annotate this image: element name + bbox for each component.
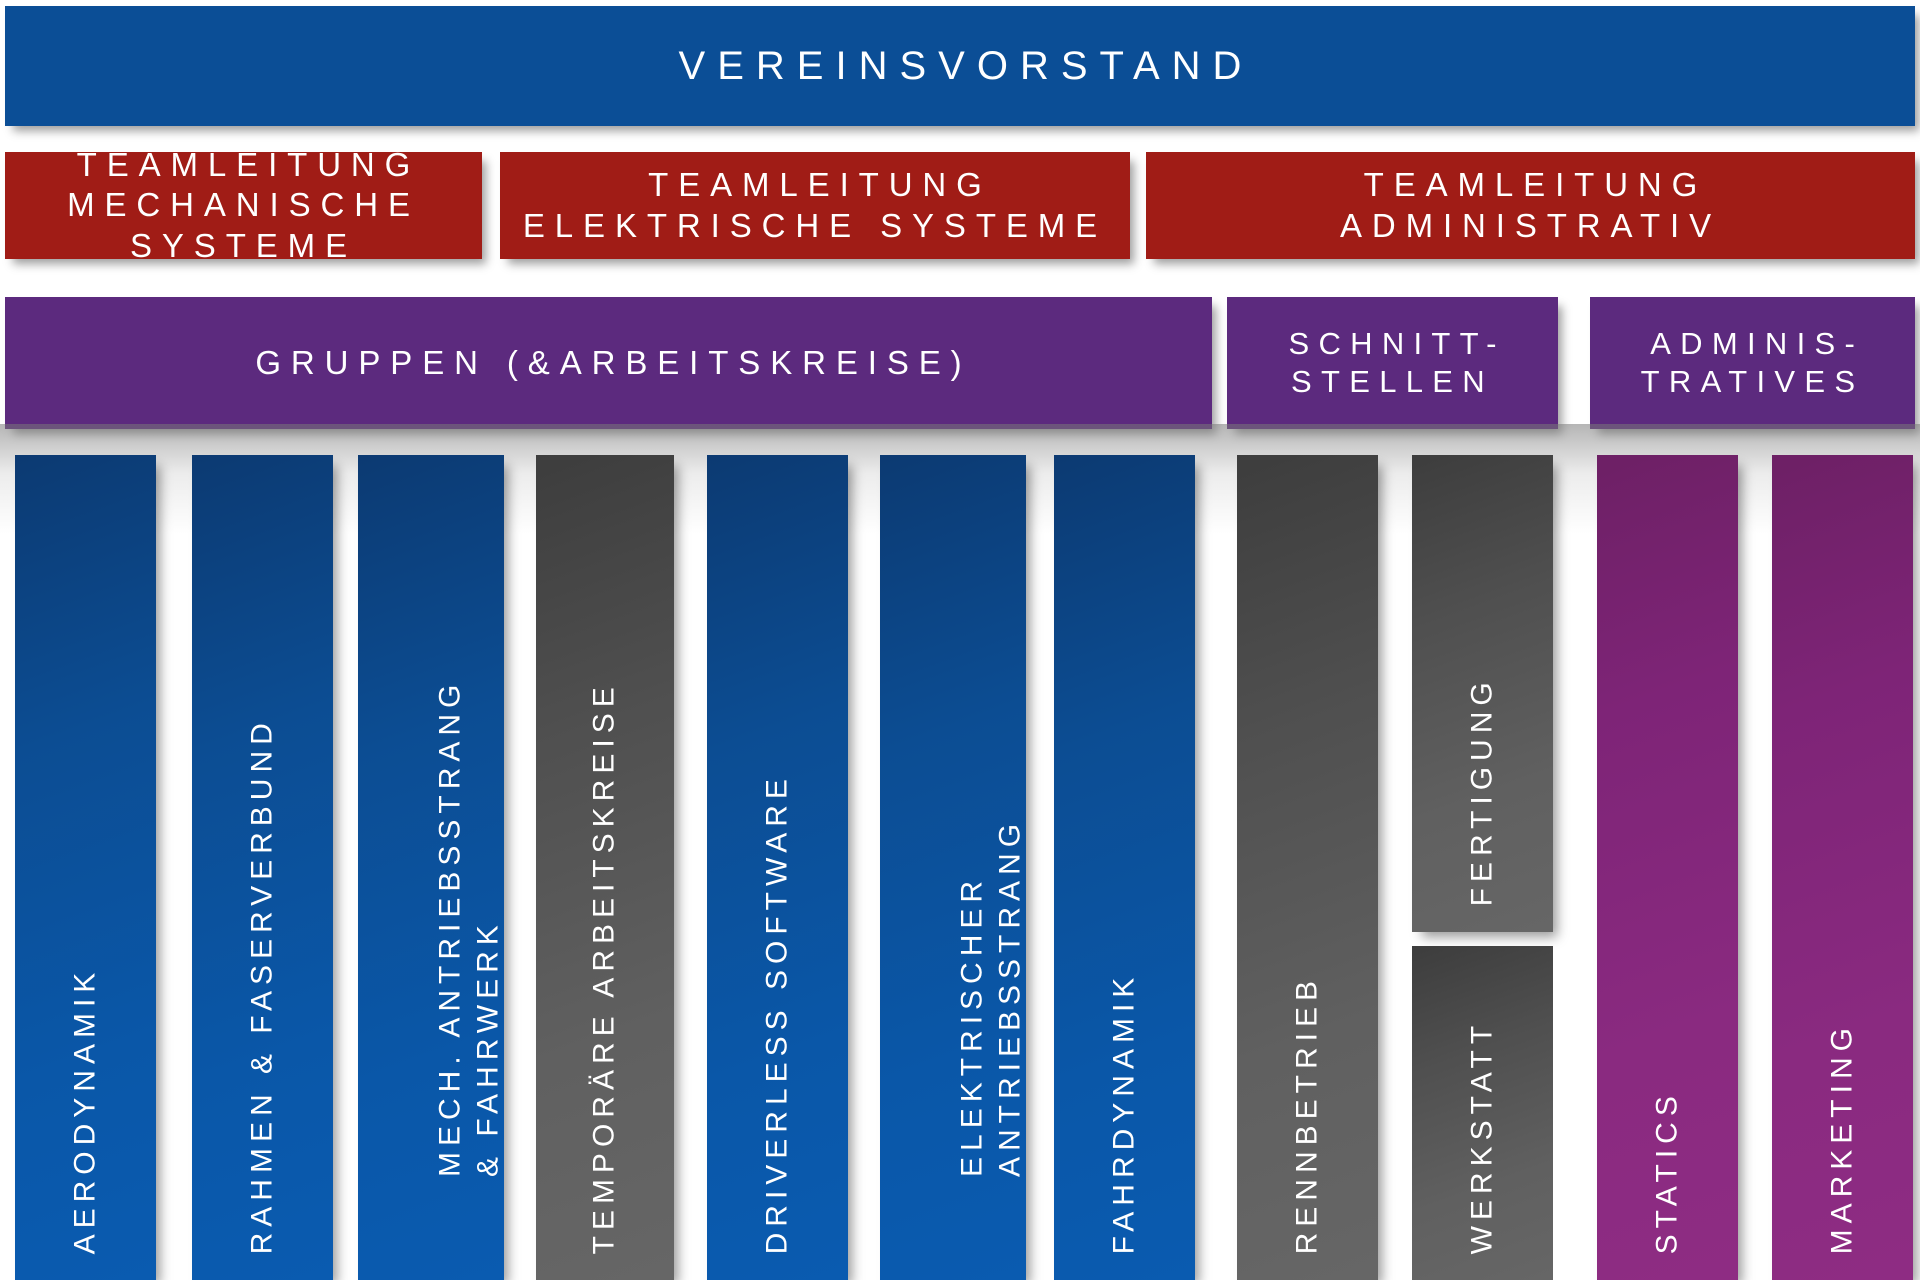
column-label-temporaere-arbeitskreise: TEMPORÄRE ARBEITSKREISE	[587, 680, 621, 1254]
node-gruppen-arbeitskreise[interactable]: GRUPPEN (&ARBEITSKREISE)	[5, 297, 1212, 429]
column-label-statics: STATICS	[1650, 1089, 1684, 1254]
node-teamleitung-administrativ[interactable]: TEAMLEITUNG ADMINISTRATIV	[1146, 152, 1915, 259]
column-temporaere-arbeitskreise[interactable]: TEMPORÄRE ARBEITSKREISE	[536, 455, 674, 1280]
node-vereinsvorstand[interactable]: VEREINSVORSTAND	[5, 6, 1915, 126]
column-aerodynamik[interactable]: AERODYNAMIK	[15, 455, 156, 1280]
column-fahrdynamik[interactable]: FAHRDYNAMIK	[1054, 455, 1195, 1280]
column-label-marketing: MARKETING	[1825, 1021, 1859, 1254]
column-label-fertigung: FERTIGUNG	[1465, 675, 1499, 906]
column-label-fahrdynamik: FAHRDYNAMIK	[1107, 971, 1141, 1254]
column-statics[interactable]: STATICS	[1597, 455, 1738, 1280]
column-fertigung[interactable]: FERTIGUNG	[1412, 455, 1553, 932]
column-label-elektrischer-antriebsstrang: ELEKTRISCHER ANTRIEBSSTRANG	[955, 818, 1027, 1178]
node-schnittstellen[interactable]: SCHNITT- STELLEN	[1227, 297, 1558, 429]
column-rahmen-faserverbund[interactable]: RAHMEN & FASERVERBUND	[192, 455, 333, 1280]
column-label-aerodynamik: AERODYNAMIK	[68, 966, 102, 1254]
node-administratives[interactable]: ADMINIS- TRATIVES	[1590, 297, 1915, 429]
column-mech-antriebsstrang[interactable]: MECH. ANTRIEBSSTRANG & FAHRWERK	[358, 455, 505, 1280]
node-teamleitung-mechanische-systeme[interactable]: TEAMLEITUNG MECHANISCHE SYSTEME	[5, 146, 482, 264]
column-label-rennbetrieb: RENNBETRIEB	[1290, 974, 1324, 1254]
column-label-werkstatt: WERKSTATT	[1465, 1019, 1499, 1254]
column-driverless-software[interactable]: DRIVERLESS SOFTWARE	[707, 455, 848, 1280]
column-marketing[interactable]: MARKETING	[1772, 455, 1913, 1280]
node-teamleitung-elektrische-systeme[interactable]: TEAMLEITUNG ELEKTRISCHE SYSTEME	[500, 152, 1130, 259]
column-elektrischer-antriebsstrang[interactable]: ELEKTRISCHER ANTRIEBSSTRANG	[880, 455, 1027, 1280]
column-label-rahmen-faserverbund: RAHMEN & FASERVERBUND	[245, 716, 279, 1254]
column-rennbetrieb[interactable]: RENNBETRIEB	[1237, 455, 1378, 1280]
column-label-mech-antriebsstrang: MECH. ANTRIEBSSTRANG & FAHRWERK	[433, 678, 505, 1178]
column-label-driverless-software: DRIVERLESS SOFTWARE	[760, 772, 794, 1254]
column-werkstatt[interactable]: WERKSTATT	[1412, 946, 1553, 1280]
